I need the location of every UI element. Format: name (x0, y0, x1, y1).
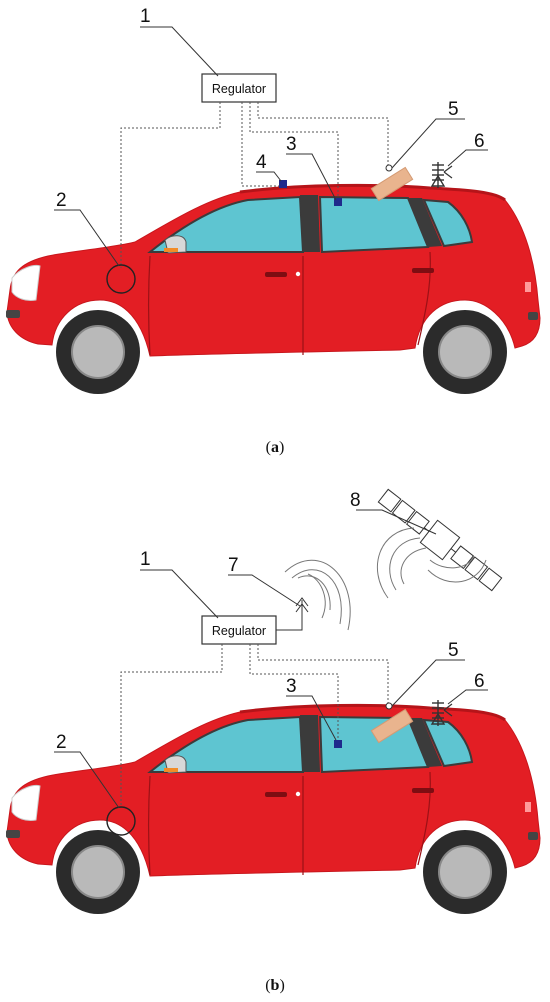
wiring-a (120, 102, 389, 268)
label-3-a: 3 (286, 134, 297, 155)
wiring-b (120, 644, 389, 808)
label-1-b: 1 (140, 549, 151, 570)
car-a (4, 183, 547, 396)
label-2-b: 2 (56, 732, 67, 753)
regulator-label-a: Regulator (212, 82, 266, 96)
regulator-box-a (201, 73, 277, 103)
antenna-6-a (431, 161, 453, 189)
panel-a: Regulator 1 2 3 4 5 6 (4, 6, 547, 456)
sensor-3-a (334, 198, 342, 206)
label-3-b: 3 (286, 676, 297, 697)
leaders-a (54, 26, 488, 267)
satellite-8-b (377, 488, 503, 599)
label-5-b: 5 (448, 640, 459, 661)
label-8-b: 8 (350, 490, 361, 511)
regulator-label-b: Regulator (212, 624, 266, 638)
panel-b: Regulator (4, 488, 547, 994)
label-4-a: 4 (256, 152, 267, 173)
antenna-7-b (276, 559, 351, 631)
sensor-3-b (334, 740, 342, 748)
sensor-4-a (279, 180, 287, 188)
fuel-cap-2-b (106, 806, 136, 836)
car-b (4, 703, 547, 916)
label-6-b: 6 (474, 671, 485, 692)
label-2-a: 2 (56, 190, 67, 211)
caption-a: (a) (266, 439, 285, 456)
fuel-cap-2-a (106, 264, 136, 294)
leaders-b (54, 509, 488, 809)
label-5-a: 5 (448, 99, 459, 120)
label-7-b: 7 (228, 555, 239, 576)
label-6-a: 6 (474, 131, 485, 152)
label-1-a: 1 (140, 6, 151, 27)
caption-b: (b) (265, 977, 285, 994)
